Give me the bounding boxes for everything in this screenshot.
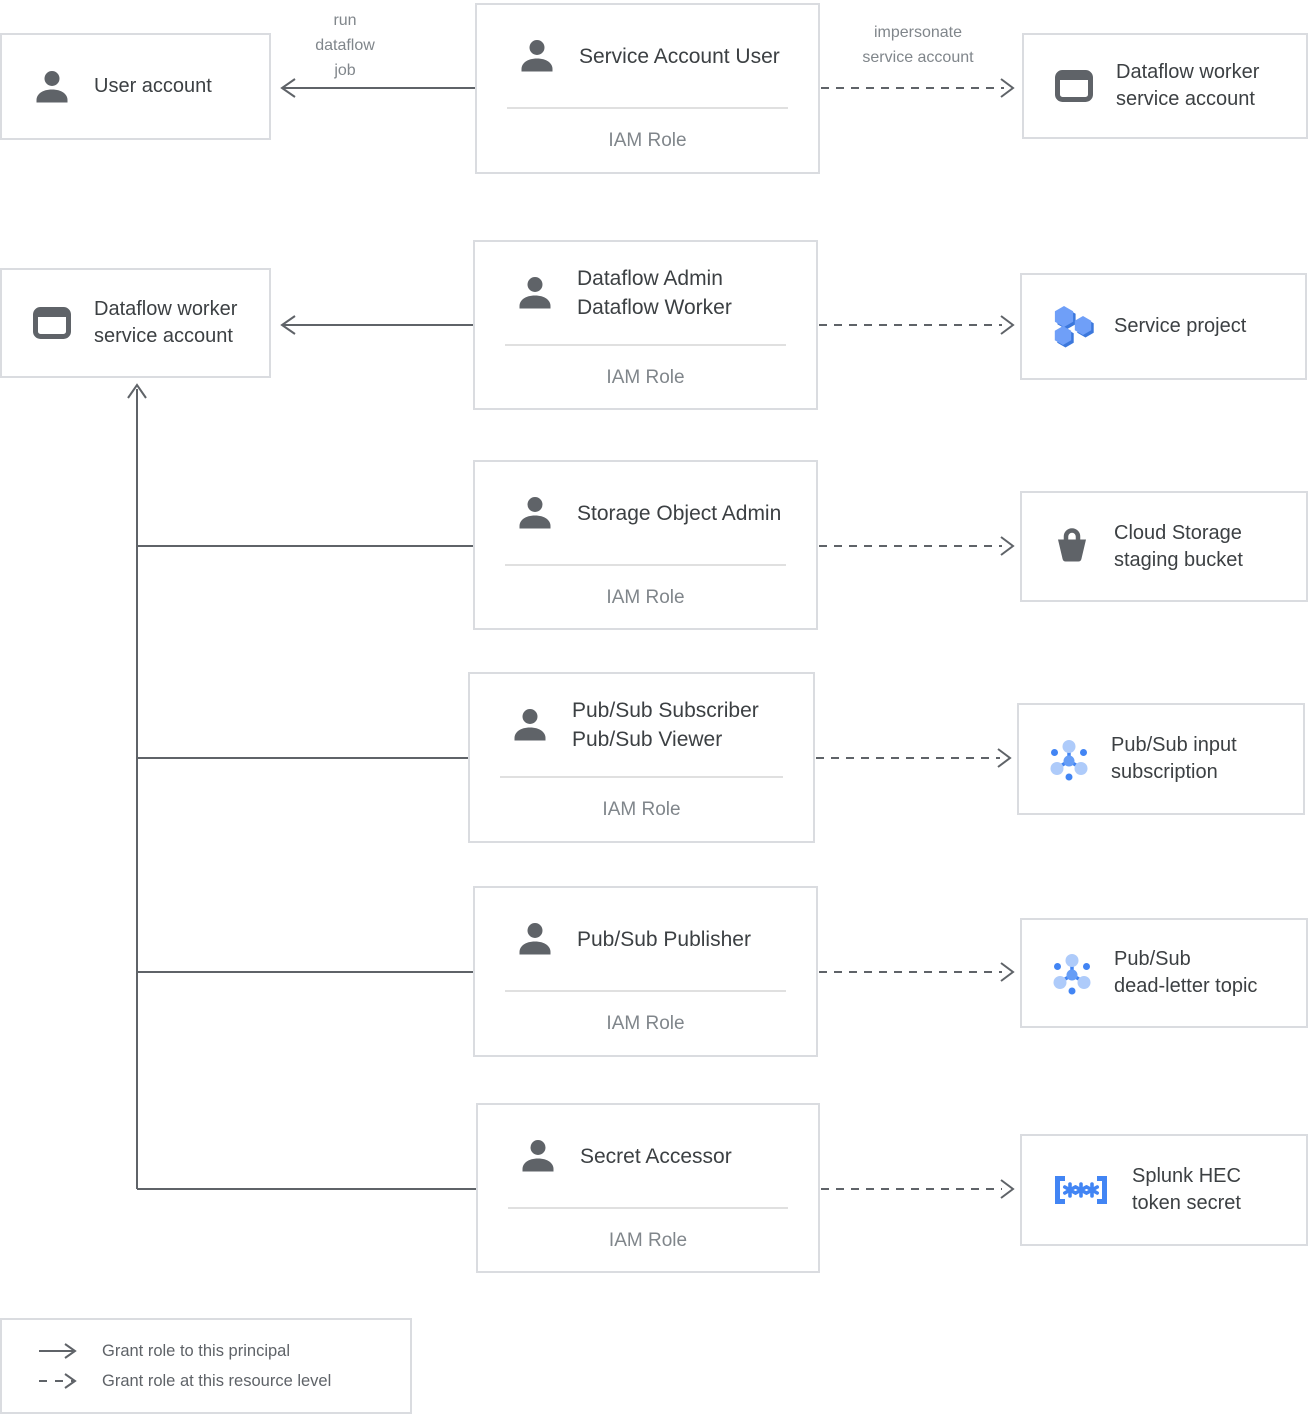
service-account-icon (1055, 70, 1093, 102)
iam-role-name: Pub/Sub Subscriber (572, 699, 759, 722)
edge-label-run-dataflow-job: run dataflow job (282, 8, 408, 83)
node-label-line: Pub/Sub input (1111, 734, 1237, 756)
iam-box-pubsub-publisher: Pub/Sub Publisher IAM Role (473, 886, 818, 1057)
edge-label-line: job (334, 62, 356, 79)
node-label: User account (94, 75, 212, 97)
pubsub-icon (1050, 740, 1088, 781)
person-icon (521, 40, 553, 72)
divider (505, 564, 786, 566)
arrow-impersonate-service-account (821, 78, 1015, 98)
node-label-line: Cloud Storage (1114, 521, 1242, 544)
node-label-line: service account (94, 325, 233, 347)
edge-label-line: service account (862, 49, 974, 66)
person-icon (514, 709, 546, 741)
iam-role-caption: IAM Role (602, 798, 681, 820)
edge-label-impersonate-service-account: impersonate service account (818, 20, 1018, 70)
iam-role-caption: IAM Role (606, 1012, 685, 1034)
node-label: Service project (1114, 313, 1246, 340)
node-dataflow-worker-service-account-top: Dataflow worker service account (1022, 33, 1308, 139)
iam-role-caption: IAM Role (606, 586, 685, 608)
node-label-line: token secret (1132, 1192, 1241, 1214)
divider (508, 1207, 788, 1209)
arrow-run-dataflow-job (280, 78, 475, 98)
node-service-project: Service project (1020, 273, 1307, 380)
iam-role-name: Storage Object Admin (577, 501, 782, 525)
divider (505, 990, 786, 992)
arrow-resource-dead-letter-topic (819, 962, 1015, 982)
node-user-account: User account (0, 33, 271, 140)
arrow-resource-staging-bucket (819, 536, 1015, 556)
arrow-resource-splunk-secret (821, 1179, 1015, 1199)
node-dataflow-worker-service-account-left: Dataflow worker service account (0, 268, 271, 378)
service-project-icon (1054, 305, 1094, 347)
divider (500, 776, 783, 778)
edge-label-line: impersonate (873, 24, 963, 41)
node-label-line: Service project (1114, 315, 1247, 337)
dashed-arrow-icon (39, 1373, 77, 1389)
node-label: Dataflow worker service account (1116, 59, 1259, 113)
node-label: Pub/Sub input subscription (1111, 732, 1237, 786)
node-label: Pub/Sub dead-letter topic (1114, 946, 1257, 1000)
storage-bucket-icon (1058, 527, 1086, 561)
node-label-line: service account (1116, 88, 1255, 110)
iam-role-name: Pub/Sub Publisher (577, 927, 751, 951)
solid-arrow-icon (39, 1343, 77, 1359)
arrow-resource-input-subscription (816, 748, 1012, 768)
node-label-line: Splunk HEC (1132, 1165, 1241, 1187)
node-label-line: subscription (1111, 761, 1218, 783)
node-label-line: Pub/Sub (1114, 948, 1191, 970)
secret-icon (1055, 1176, 1107, 1204)
legend-row-solid: Grant role to this principal (38, 1341, 410, 1361)
node-label-line: Dataflow worker (1116, 61, 1260, 83)
edge-label-line: dataflow (315, 37, 375, 54)
divider (507, 107, 788, 109)
node-pubsub-input-subscription: Pub/Sub input subscription (1017, 703, 1305, 815)
node-label: Cloud Storage staging bucket (1114, 520, 1243, 574)
iam-role-caption: IAM Role (606, 366, 685, 388)
node-cloud-storage-staging-bucket: Cloud Storage staging bucket (1020, 491, 1308, 602)
node-pubsub-dead-letter-topic: Pub/Sub dead-letter topic (1020, 918, 1308, 1028)
legend-label-solid: Grant role to this principal (102, 1341, 291, 1360)
iam-role-name: Service Account User (579, 44, 780, 68)
edge-label-line: run (333, 12, 357, 29)
person-icon (519, 277, 551, 309)
legend-label-dashed: Grant role at this resource level (102, 1371, 332, 1390)
person-icon (519, 923, 551, 955)
divider (505, 344, 786, 346)
iam-box-storage-object-admin: Storage Object Admin IAM Role (473, 460, 818, 630)
node-label-line: Dataflow worker (94, 298, 238, 320)
iam-box-dataflow-admin-worker: Dataflow Admin Dataflow Worker IAM Role (473, 240, 818, 410)
person-icon (519, 497, 551, 529)
iam-box-pubsub-subscriber-viewer: Pub/Sub Subscriber Pub/Sub Viewer IAM Ro… (468, 672, 815, 843)
service-account-icon (33, 307, 71, 339)
iam-role-caption: IAM Role (608, 1229, 688, 1251)
arrow-grant-to-worker-sa (280, 315, 473, 335)
iam-box-service-account-user: Service Account User IAM Role (475, 3, 820, 174)
iam-role-caption: IAM Role (608, 129, 687, 151)
iam-role-name: Secret Accessor (580, 1144, 732, 1168)
arrow-resource-service-project (819, 315, 1015, 335)
pubsub-icon (1053, 954, 1091, 995)
legend: Grant role to this principal Grant role … (0, 1318, 412, 1414)
node-label: Dataflow worker service account (94, 296, 237, 350)
iam-role-name: Dataflow Worker (577, 296, 732, 319)
iam-role-name: Dataflow Admin (577, 267, 723, 290)
trunk-grant-to-worker-sa (127, 383, 476, 1190)
iam-box-secret-accessor: Secret Accessor IAM Role (476, 1103, 820, 1273)
legend-row-dashed: Grant role at this resource level (38, 1371, 410, 1391)
person-icon (36, 70, 68, 102)
person-icon (522, 1140, 554, 1172)
iam-role-name: Pub/Sub Viewer (572, 728, 723, 751)
node-label-line: dead-letter topic (1114, 975, 1258, 997)
node-label-line: staging bucket (1114, 548, 1243, 571)
node-splunk-hec-token-secret: Splunk HEC token secret (1020, 1134, 1308, 1246)
node-label: Splunk HEC token secret (1132, 1163, 1241, 1217)
